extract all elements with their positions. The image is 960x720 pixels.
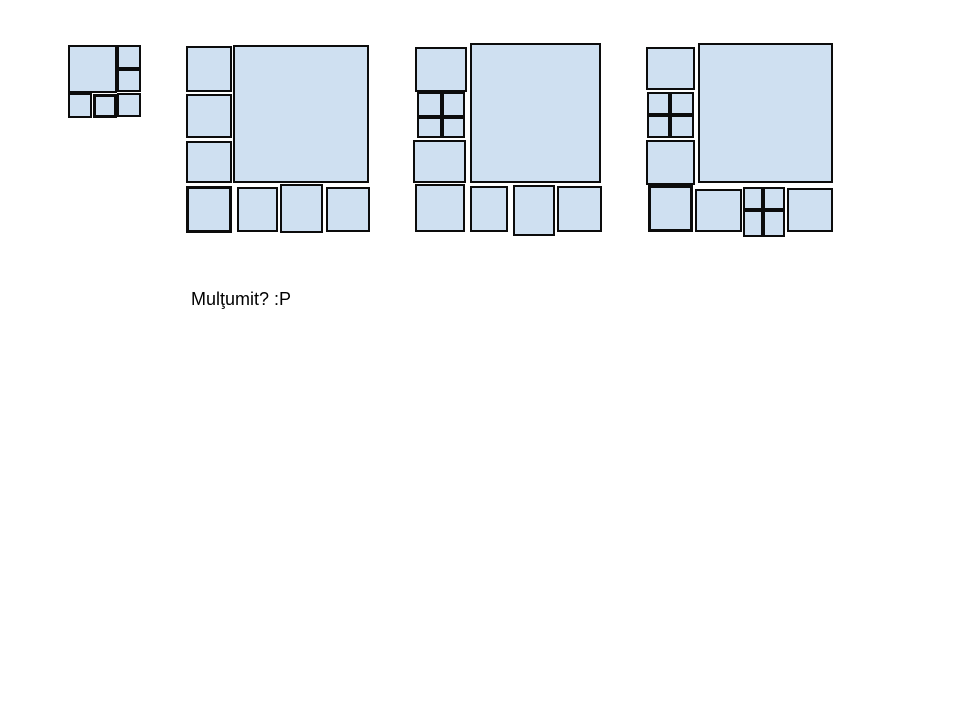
square [186,94,232,138]
square [117,69,141,92]
square [470,43,601,183]
dissection-8-squares [184,44,372,235]
square [647,115,670,138]
square [743,210,763,237]
square [646,47,695,90]
dissection-14-squares [644,41,835,237]
square [415,184,465,232]
square [68,93,92,118]
square [233,45,369,183]
square [326,187,370,232]
square [670,92,694,115]
dissection-6-squares [66,43,144,119]
square [442,117,465,138]
square [442,92,465,117]
square [763,187,785,210]
square [68,45,117,93]
square [470,186,508,232]
square [415,47,467,92]
square [647,92,670,115]
square [648,185,693,232]
square [417,92,442,117]
square [698,43,833,183]
square [670,115,694,138]
square [117,45,141,69]
square [417,117,442,138]
square [763,210,785,237]
square [646,140,695,185]
caption-text: Mulţumit? :P [191,289,292,309]
square [787,188,833,232]
square [237,187,278,232]
dissection-11-squares [412,42,604,236]
square [186,186,232,233]
square [117,93,141,117]
square [186,46,232,92]
square [280,184,323,233]
square [557,186,602,232]
square [186,141,232,183]
square [413,140,466,183]
square [743,187,763,210]
square [513,185,555,236]
square [93,94,117,118]
square [695,189,742,232]
